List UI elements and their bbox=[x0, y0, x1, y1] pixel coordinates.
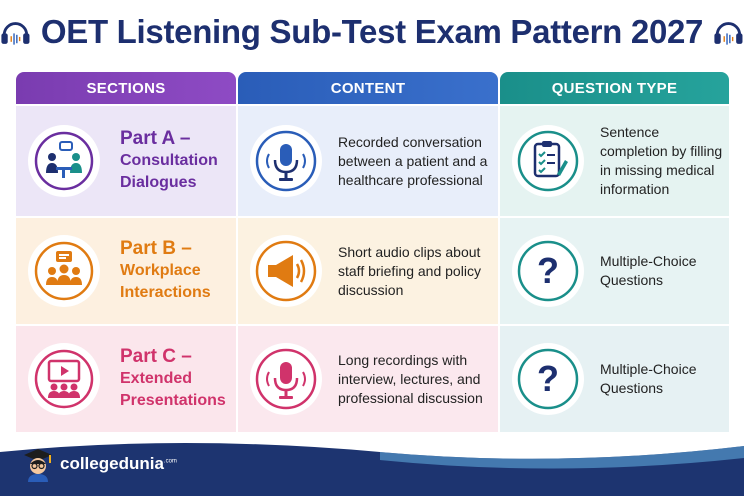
headphones-icon bbox=[1, 22, 30, 45]
footer-wave bbox=[0, 443, 744, 496]
question-mark-icon: ? bbox=[512, 235, 584, 307]
section-cell-part-a: Part A – Consultation Dialogues bbox=[16, 106, 236, 216]
svg-text:?: ? bbox=[537, 250, 559, 291]
section-name-line2: Interactions bbox=[120, 284, 211, 301]
question-type-text: Sentence completion by filling in missin… bbox=[600, 124, 723, 197]
headphones-icon bbox=[714, 22, 743, 45]
section-title-part-c: Part C – Extended Presentations bbox=[120, 346, 226, 412]
section-title-part-a: Part A – Consultation Dialogues bbox=[120, 128, 218, 194]
microphone-icon bbox=[250, 343, 322, 415]
brand-name: collegedunia.com bbox=[60, 454, 177, 473]
content-cell-part-c: Long recordings with interview, lectures… bbox=[238, 326, 498, 432]
section-cell-part-c: Part C – Extended Presentations bbox=[16, 326, 236, 432]
question-type-cell-part-c: ? Multiple-Choice Questions bbox=[500, 326, 729, 432]
part-label: Part B – bbox=[120, 238, 192, 259]
content-cell-part-a: Recorded conversation between a patient … bbox=[238, 106, 498, 216]
section-name-line2: Presentations bbox=[120, 392, 226, 409]
svg-text:?: ? bbox=[537, 358, 559, 399]
section-name-line2: Dialogues bbox=[120, 174, 197, 191]
question-type-text: Multiple-Choice Questions bbox=[600, 361, 697, 396]
part-label: Part C – bbox=[120, 346, 192, 367]
team-chat-icon bbox=[28, 235, 100, 307]
question-type-header: QUESTION TYPE bbox=[500, 72, 729, 104]
presentation-icon bbox=[28, 343, 100, 415]
sections-header: SECTIONS bbox=[16, 72, 236, 104]
graduate-avatar-icon bbox=[24, 449, 52, 482]
question-type-text: Multiple-Choice Questions bbox=[600, 253, 697, 288]
question-mark-icon: ? bbox=[512, 343, 584, 415]
question-type-cell-part-a: Sentence completion by filling in missin… bbox=[500, 106, 729, 216]
title-bar: OET Listening Sub-Test Exam Pattern 2027 bbox=[0, 6, 744, 58]
microphone-icon bbox=[250, 125, 322, 197]
consultation-icon bbox=[28, 125, 100, 197]
brand-suffix: .com bbox=[163, 458, 177, 465]
content-text: Long recordings with interview, lectures… bbox=[338, 351, 483, 406]
section-name-line1: Workplace bbox=[120, 262, 201, 279]
section-cell-part-b: Part B – Workplace Interactions bbox=[16, 218, 236, 324]
part-label: Part A – bbox=[120, 128, 191, 149]
megaphone-icon bbox=[250, 235, 322, 307]
section-name-line1: Consultation bbox=[120, 152, 218, 169]
section-title-part-b: Part B – Workplace Interactions bbox=[120, 238, 211, 304]
content-header: CONTENT bbox=[238, 72, 498, 104]
content-text: Short audio clips about staff briefing a… bbox=[338, 243, 481, 298]
section-name-line1: Extended bbox=[120, 370, 193, 387]
page-title: OET Listening Sub-Test Exam Pattern 2027 bbox=[40, 13, 704, 50]
content-cell-part-b: Short audio clips about staff briefing a… bbox=[238, 218, 498, 324]
content-text: Recorded conversation between a patient … bbox=[338, 133, 488, 188]
clipboard-checklist-icon bbox=[512, 125, 584, 197]
exam-pattern-table: SECTIONS CONTENT QUESTION TYPE Part A – … bbox=[16, 72, 729, 432]
question-type-cell-part-b: ? Multiple-Choice Questions bbox=[500, 218, 729, 324]
brand-logo[interactable]: collegedunia.com bbox=[22, 446, 177, 482]
